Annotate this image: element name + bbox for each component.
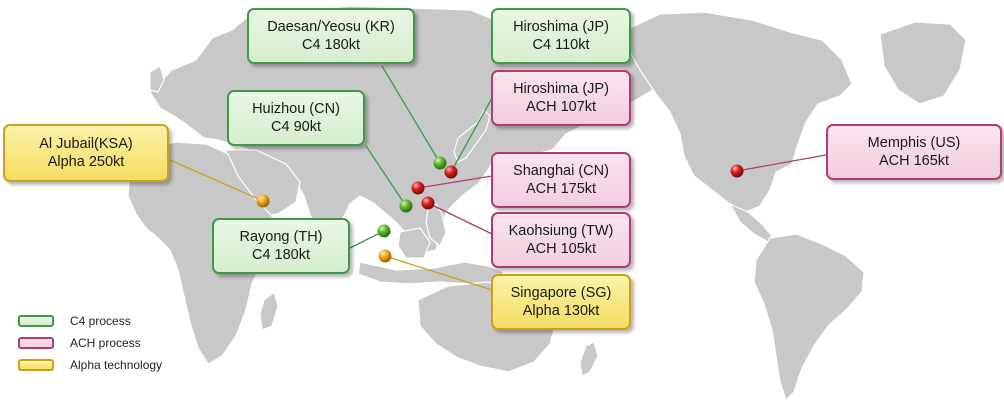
plant-label-memphis: Memphis (US) ACH 165kt: [826, 124, 1002, 180]
plant-capacity: ACH 107kt: [525, 99, 597, 115]
plant-site: Kaohsiung (TW): [508, 223, 614, 239]
land-uk: [149, 65, 165, 93]
site-marker-aljubail: [256, 194, 270, 208]
land-new-zealand: [579, 341, 599, 377]
leader-line-hiroshima-c4: [450, 97, 493, 173]
plant-label-hiroshima-ach: Hiroshima (JP) ACH 107kt: [491, 70, 631, 126]
plant-site: Al Jubail(KSA): [39, 136, 133, 152]
plant-capacity: ACH 175kt: [525, 181, 597, 197]
leader-line-daesan: [381, 65, 441, 164]
plant-label-rayong: Rayong (TH) C4 180kt: [212, 218, 350, 274]
plant-label-kaohsiung: Kaohsiung (TW) ACH 105kt: [491, 212, 631, 268]
plant-label-aljubail: Al Jubail(KSA) Alpha 250kt: [3, 124, 169, 182]
leader-line-memphis: [736, 154, 827, 172]
plant-site: Singapore (SG): [510, 285, 612, 301]
site-marker-shanghai: [411, 181, 425, 195]
plant-label-daesan: Daesan/Yeosu (KR) C4 180kt: [247, 8, 415, 64]
leader-line-singapore: [384, 255, 493, 291]
plant-label-shanghai: Shanghai (CN) ACH 175kt: [491, 152, 631, 208]
plant-site: Daesan/Yeosu (KR): [267, 19, 395, 35]
land-indonesia: [357, 261, 505, 285]
land-north-america: [625, 11, 853, 213]
plant-capacity: C4 180kt: [301, 37, 361, 53]
land-south-america: [753, 233, 865, 402]
land-borneo: [397, 227, 431, 259]
plant-capacity: C4 180kt: [251, 247, 311, 263]
plant-label-huizhou: Huizhou (CN) C4 90kt: [227, 90, 365, 146]
plant-capacity: ACH 165kt: [878, 153, 950, 169]
legend-swatch-ach: [18, 337, 54, 349]
leader-lines: [169, 65, 827, 291]
plant-capacity: C4 90kt: [271, 119, 321, 135]
leader-line-huizhou: [365, 145, 407, 207]
plant-site: Shanghai (CN): [513, 163, 609, 179]
land-africa: [127, 141, 277, 365]
site-marker-daesan: [433, 156, 447, 170]
legend-label: ACH process: [70, 336, 141, 350]
plant-capacity: C4 110kt: [532, 37, 590, 53]
site-marker-huizhou: [399, 199, 413, 213]
leader-line-shanghai: [417, 175, 493, 189]
plant-capacity: Alpha 250kt: [47, 154, 125, 170]
plant-site: Rayong (TH): [239, 229, 323, 245]
site-marker-rayong: [377, 224, 391, 238]
site-marker-kaohsiung: [421, 196, 435, 210]
plant-site: Memphis (US): [867, 135, 961, 151]
plant-site: Hiroshima (JP): [513, 81, 609, 97]
land-greenland: [879, 21, 967, 105]
plant-capacity: Alpha 130kt: [522, 303, 600, 319]
land-philippines: [425, 203, 447, 247]
site-markers: [256, 156, 744, 263]
legend-swatch-c4: [18, 315, 54, 327]
plant-label-singapore: Singapore (SG) Alpha 130kt: [491, 274, 631, 330]
land-japan: [453, 108, 491, 163]
plant-site: Huizhou (CN): [252, 101, 340, 117]
site-marker-hiroshima-ach: [444, 165, 458, 179]
plant-capacity: ACH 105kt: [525, 241, 597, 257]
leader-line-kaohsiung: [427, 202, 493, 235]
site-marker-memphis: [730, 164, 744, 178]
legend-swatch-alpha: [18, 359, 54, 371]
legend-label: C4 process: [70, 314, 131, 328]
legend-label: Alpha technology: [70, 358, 163, 372]
landmasses: [127, 5, 967, 402]
plant-label-hiroshima-c4: Hiroshima (JP) C4 110kt: [491, 8, 631, 64]
plant-site: Hiroshima (JP): [513, 19, 609, 35]
land-madagascar: [259, 290, 279, 331]
site-marker-singapore: [378, 249, 392, 263]
leader-line-aljubail: [169, 159, 264, 202]
